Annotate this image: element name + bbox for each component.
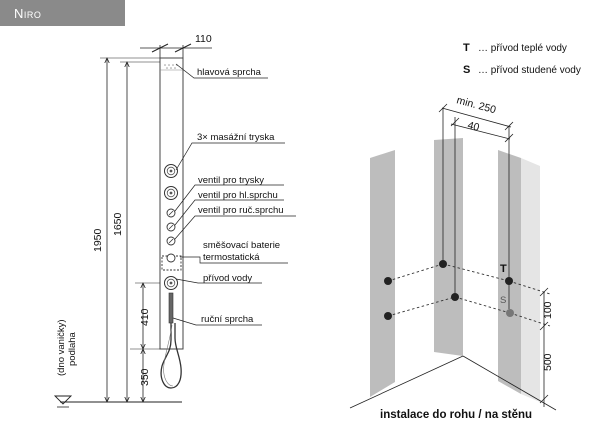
right-wall-edge: [521, 158, 540, 402]
center-wall: [434, 138, 463, 356]
part-label-massage-jets: 3× masážní tryska: [197, 132, 275, 143]
dim-pipe-height-label: 500: [542, 353, 554, 371]
dim-supply-height-label: 410: [139, 308, 151, 326]
dim-head-height: 1650: [112, 62, 127, 402]
legend-text-hot: … přívod teplé vody: [478, 43, 567, 54]
dim-total-height-label: 1950: [92, 228, 104, 252]
dim-width-label: 110: [195, 33, 212, 45]
dim-width: 110: [140, 33, 212, 58]
part-label-mixer-line2: termostatická: [203, 252, 260, 263]
right-wall: [498, 150, 521, 394]
hand-shower: [160, 292, 182, 389]
dim-offset-label: 40: [466, 119, 481, 134]
pipe-label-hot: T: [500, 263, 507, 275]
panel-diagram: 110: [53, 33, 296, 408]
part-label-hand-shower: ruční sprcha: [201, 314, 254, 325]
part-label-jet-valve: ventil pro trysky: [198, 175, 264, 186]
dim-supply-height: 410: [139, 283, 151, 349]
pipe-points: [384, 260, 514, 320]
massage-jets: [164, 164, 178, 290]
shower-panel: [159, 57, 184, 350]
part-label-water-supply: přívod vody: [203, 273, 252, 284]
install-caption: instalace do rohu / na stěnu: [380, 409, 532, 421]
legend-text-cold: … přívod studené vody: [478, 65, 581, 76]
part-label-head-shower: hlavová sprcha: [197, 67, 262, 78]
legend: T … přívod teplé vody S … přívod studené…: [463, 42, 581, 76]
pipe-cold-right: [506, 309, 514, 317]
part-label-head-valve: ventil pro hl.sprchu: [198, 190, 278, 201]
floor-label-floor: podlaha: [67, 331, 78, 366]
floor-marker-icon: [53, 395, 73, 405]
legend-key-cold: S: [463, 64, 470, 76]
pipe-lines: [387, 263, 551, 327]
brand-name: Niro: [14, 6, 42, 21]
dim-pipe-spacing-label: 100: [542, 301, 554, 319]
dim-base-height-label: 350: [139, 368, 151, 386]
part-leaders: [172, 63, 296, 326]
corner-lines: [349, 355, 557, 411]
legend-key-hot: T: [463, 42, 470, 54]
pipe-cold-corner: [451, 293, 459, 301]
part-label-hand-valve: ventil pro ruč.sprchu: [198, 205, 284, 216]
dim-right: [539, 287, 549, 407]
part-label-mixer-line1: směšovací baterie: [203, 240, 280, 251]
dim-total-height: 1950: [92, 58, 107, 402]
valve-knobs: [166, 208, 176, 246]
brand-badge: Niro: [0, 0, 125, 26]
install-diagram: min. 250 40 T S 100: [349, 94, 557, 421]
pipe-hot-right: [505, 277, 513, 285]
floor-label-tray: (dno vaničky): [56, 320, 67, 377]
dim-head-height-label: 1650: [112, 212, 124, 236]
pipe-cold-left: [384, 312, 392, 320]
thermostatic-mixer: [161, 253, 182, 271]
left-wall: [370, 150, 395, 397]
pipe-hot-left: [384, 277, 392, 285]
dim-base-height: 350: [139, 349, 151, 402]
pipe-label-cold: S: [500, 295, 506, 306]
pipe-hot-corner: [439, 260, 447, 268]
